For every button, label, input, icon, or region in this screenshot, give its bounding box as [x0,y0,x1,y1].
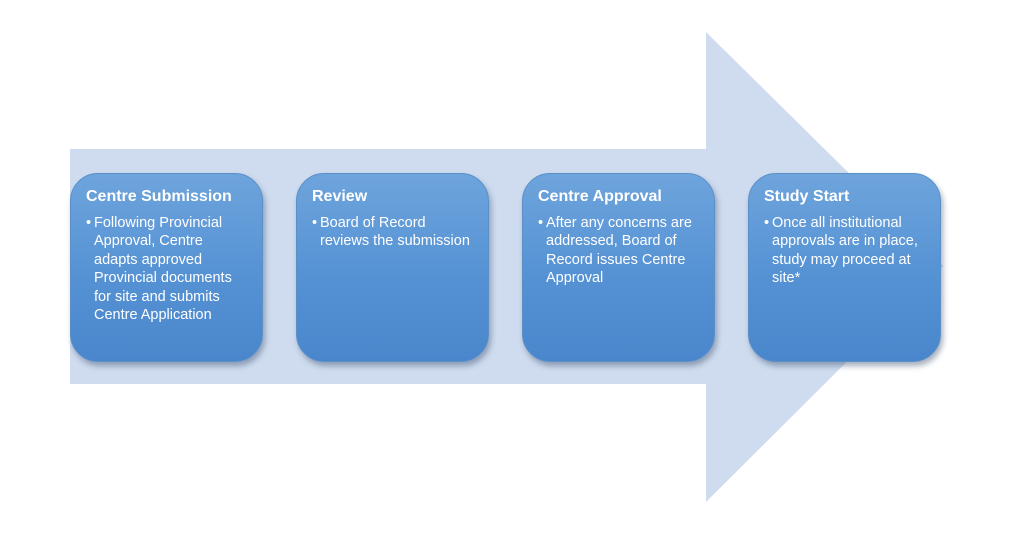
bullet-icon: • [764,215,770,231]
step-description-text: Following Provincial Approval, Centre ad… [94,215,232,324]
step-study-start: Study Start •Once all institutional appr… [748,173,941,362]
step-description: •Following Provincial Approval, Centre a… [86,214,250,324]
step-description-text: After any concerns are addressed, Board … [546,215,692,287]
step-title: Study Start [764,188,850,205]
bullet-icon: • [538,215,544,231]
step-centre-submission: Centre Submission •Following Provincial … [70,173,263,362]
step-description: •After any concerns are addressed, Board… [538,214,702,288]
step-title: Centre Approval [538,188,662,205]
step-centre-approval: Centre Approval •After any concerns are … [522,173,715,362]
step-description: •Once all institutional approvals are in… [764,214,928,288]
step-title: Centre Submission [86,188,232,205]
step-description: •Board of Record reviews the submission [312,214,476,251]
step-description-text: Once all institutional approvals are in … [772,215,918,287]
bullet-icon: • [86,215,92,231]
step-title: Review [312,188,368,205]
step-review: Review •Board of Record reviews the subm… [296,173,489,362]
step-description-text: Board of Record reviews the submission [320,215,470,250]
bullet-icon: • [312,215,318,231]
arrow-shape [70,32,943,502]
